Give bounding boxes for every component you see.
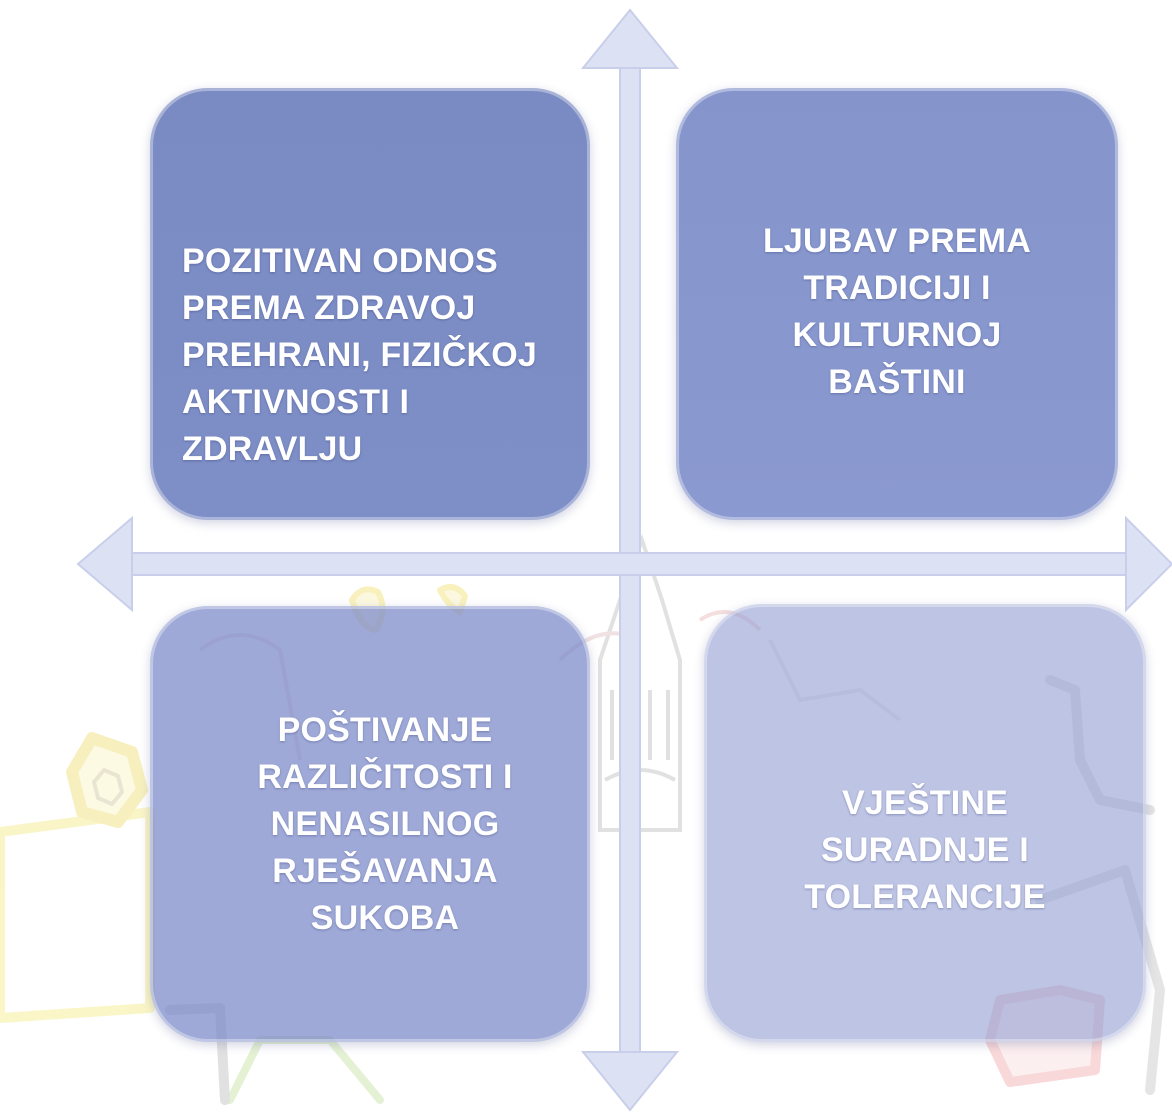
arrow-left-icon bbox=[76, 515, 133, 613]
watermark-hexagon-inner bbox=[92, 768, 124, 806]
watermark-hexagon bbox=[66, 732, 148, 828]
watermark-yellow-frame bbox=[0, 807, 155, 1023]
arrow-up-icon bbox=[580, 8, 680, 69]
axis-cross bbox=[76, 8, 1172, 1112]
arrow-right-icon bbox=[1125, 515, 1172, 613]
watermark-yellow-drop-2 bbox=[437, 584, 468, 615]
watermark-green-shape bbox=[226, 1036, 384, 1104]
arrow-down-icon bbox=[580, 1051, 680, 1112]
